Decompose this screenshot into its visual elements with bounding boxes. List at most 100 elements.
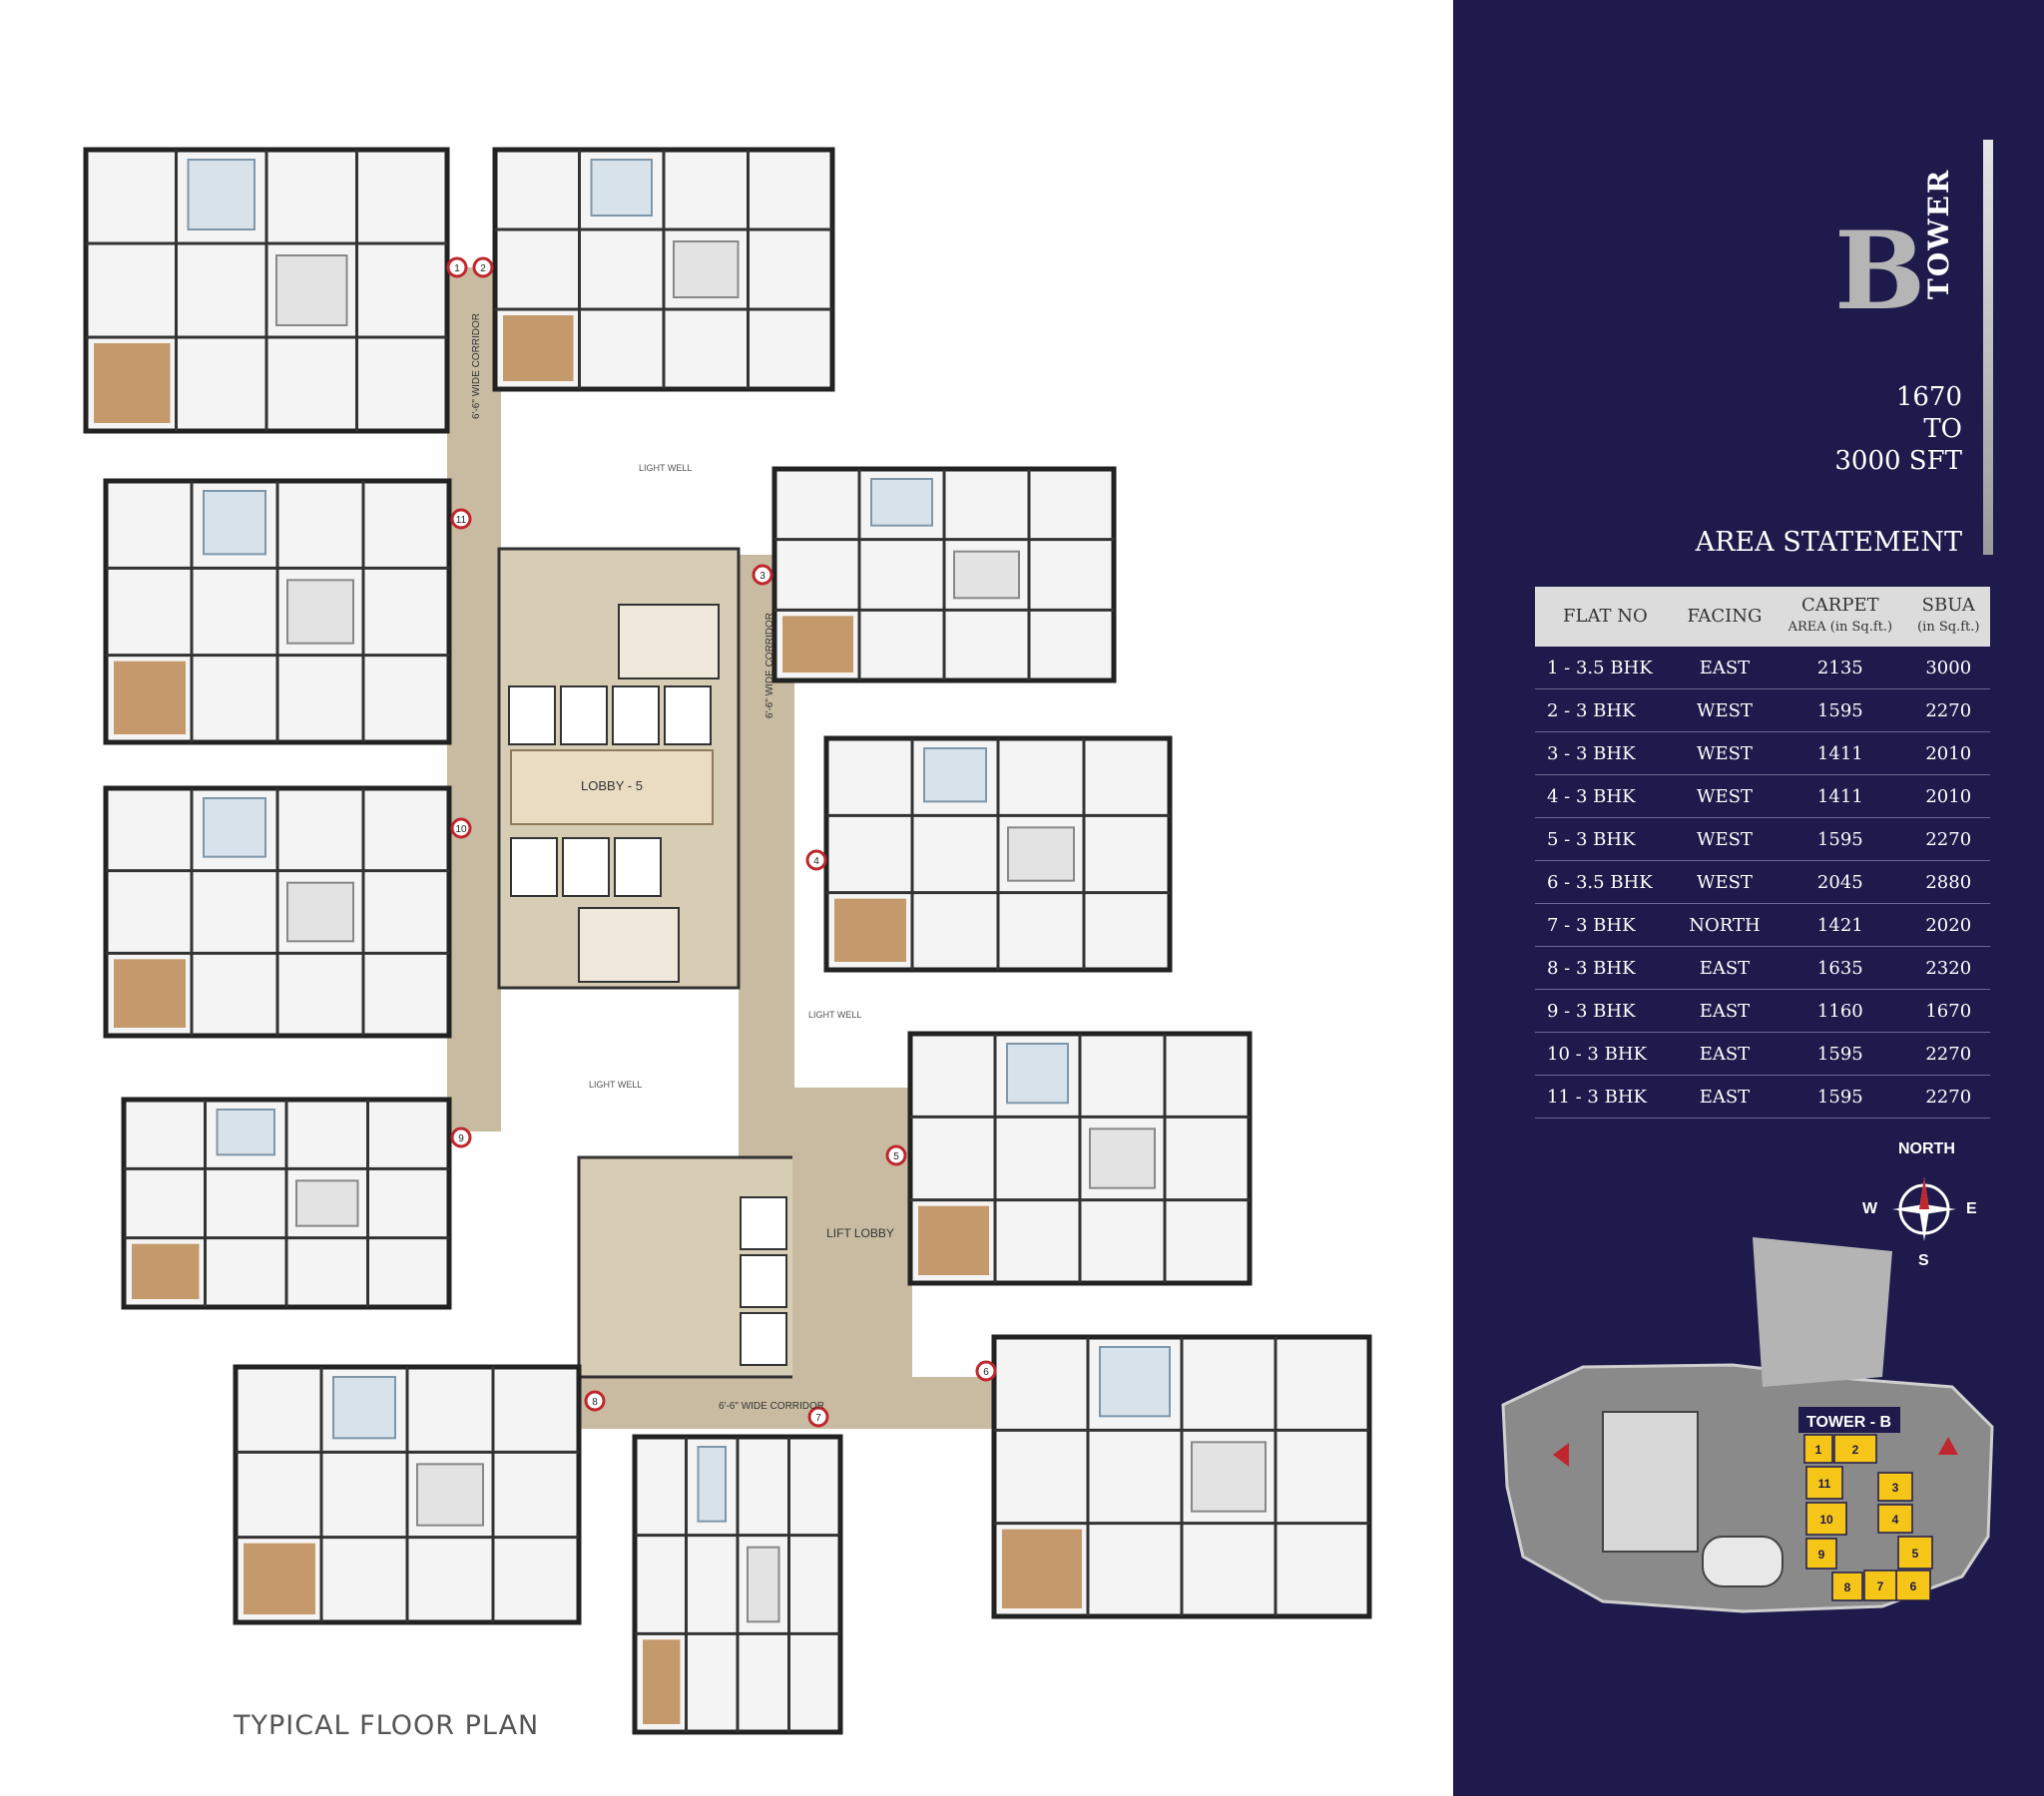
- master-bedroom-floor: [834, 898, 906, 962]
- cell-facing: EAST: [1675, 946, 1775, 990]
- compass: NORTH W E S: [1862, 1140, 1988, 1270]
- header-sbua-label: SBUA: [1921, 595, 1975, 616]
- flat-marker-label: 7: [815, 1413, 821, 1424]
- compass-north-label: NORTH: [1898, 1140, 1955, 1157]
- master-bedroom-floor: [1002, 1529, 1082, 1608]
- flat-marker-circle: [450, 1126, 472, 1148]
- cell-sbua: 2270: [1906, 817, 1990, 861]
- header-carpet-label: CARPET: [1801, 595, 1879, 616]
- clubhouse-block: [1702, 1536, 1784, 1587]
- cell-sbua: 1670: [1906, 989, 1990, 1033]
- master-bedroom-floor: [643, 1639, 681, 1724]
- header-carpet: CARPET AREA (in Sq.ft.): [1774, 587, 1907, 647]
- stair-2: [578, 907, 680, 983]
- site-entry-road: [1753, 1237, 1892, 1387]
- cell-sbua: 2320: [1906, 946, 1990, 990]
- cell-carpet: 1421: [1774, 903, 1907, 947]
- tower-letter: B: [1834, 209, 1926, 334]
- cell-sbua: 2270: [1906, 688, 1990, 732]
- corridor-label-left: 6'-6" WIDE CORRIDOR: [471, 313, 482, 419]
- master-bedroom-floor: [918, 1205, 989, 1275]
- flat-marker-label: 6: [983, 1367, 989, 1378]
- lift-box: [740, 1312, 787, 1366]
- area-statement-title: AREA STATEMENT: [1695, 527, 1962, 558]
- site-unit-label: 8: [1844, 1580, 1851, 1594]
- plan-caption: TYPICAL FLOOR PLAN: [234, 1710, 540, 1741]
- cell-flat: 5 - 3 BHK: [1535, 817, 1676, 861]
- living-furniture: [1007, 826, 1075, 882]
- living-furniture: [286, 579, 354, 645]
- cell-facing: EAST: [1675, 989, 1775, 1033]
- cell-sbua: 2880: [1906, 860, 1990, 904]
- cell-carpet: 1160: [1774, 989, 1907, 1033]
- bed-furniture: [203, 490, 266, 556]
- flat-marker-circle: [446, 256, 468, 278]
- site-unit-block: [1831, 1572, 1863, 1601]
- entry-marker-right: [1938, 1437, 1958, 1455]
- cell-carpet: 1595: [1774, 817, 1907, 861]
- cell-facing: EAST: [1675, 1075, 1775, 1119]
- light-well-label-2: LIGHT WELL: [589, 1080, 642, 1090]
- master-bedroom-floor: [94, 343, 171, 423]
- cell-carpet: 2135: [1774, 647, 1907, 689]
- flat-unit: [907, 1031, 1253, 1286]
- tower-label-box: [1798, 1407, 1900, 1433]
- flat-marker-label: 5: [893, 1151, 899, 1162]
- cell-flat: 6 - 3.5 BHK: [1535, 860, 1676, 904]
- lift-box: [740, 1254, 787, 1308]
- site-unit-block: [1877, 1504, 1913, 1534]
- cell-sbua: 2010: [1906, 774, 1990, 818]
- flat-unit: [632, 1434, 843, 1735]
- lift-box: [740, 1196, 787, 1250]
- compass-east-label: E: [1966, 1200, 1977, 1217]
- lift-box: [562, 837, 610, 897]
- tower-b-label: TOWER - B: [1806, 1414, 1891, 1431]
- cell-facing: EAST: [1675, 1032, 1775, 1076]
- site-unit-block: [1895, 1570, 1931, 1601]
- cell-sbua: 2010: [1906, 731, 1990, 775]
- flat-marker-label: 1: [454, 263, 460, 274]
- flat-unit: [991, 1334, 1372, 1619]
- lift-box: [612, 685, 660, 745]
- cell-carpet: 2045: [1774, 860, 1907, 904]
- flat-marker-label: 9: [458, 1133, 464, 1144]
- site-unit-block: [1805, 1466, 1843, 1500]
- cell-sbua: 3000: [1906, 647, 1990, 689]
- compass-rose-icon: [1892, 1177, 1956, 1241]
- cell-flat: 7 - 3 BHK: [1535, 903, 1676, 947]
- range-to-word: TO: [1923, 414, 1962, 444]
- flat-marker-circle: [450, 508, 472, 530]
- flat-marker-label: 4: [813, 856, 819, 867]
- site-unit-label: 6: [1910, 1579, 1917, 1593]
- flat-unit: [823, 735, 1173, 973]
- bed-furniture: [923, 747, 987, 803]
- header-carpet-unit: AREA (in Sq.ft.): [1788, 620, 1893, 635]
- cell-carpet: 1411: [1774, 774, 1907, 818]
- site-unit-label: 4: [1892, 1513, 1899, 1527]
- lobby-5-box: [510, 749, 714, 825]
- flat-marker-label: 8: [592, 1397, 598, 1408]
- flat-marker-circle: [805, 849, 827, 871]
- tower-a-block: [1602, 1411, 1699, 1553]
- bed-furniture: [203, 797, 266, 858]
- cell-flat: 10 - 3 BHK: [1535, 1032, 1676, 1076]
- flat-marker-circle: [885, 1144, 907, 1166]
- cell-facing: WEST: [1675, 774, 1775, 818]
- lift-box: [508, 685, 556, 745]
- header-flat-no: FLAT NO: [1535, 587, 1676, 647]
- flat-unit: [103, 785, 452, 1039]
- flat-marker-label: 10: [455, 824, 467, 835]
- master-bedroom-floor: [503, 315, 574, 381]
- stair-1: [618, 604, 720, 679]
- living-furniture: [275, 254, 348, 326]
- accent-bar: [1983, 140, 1993, 555]
